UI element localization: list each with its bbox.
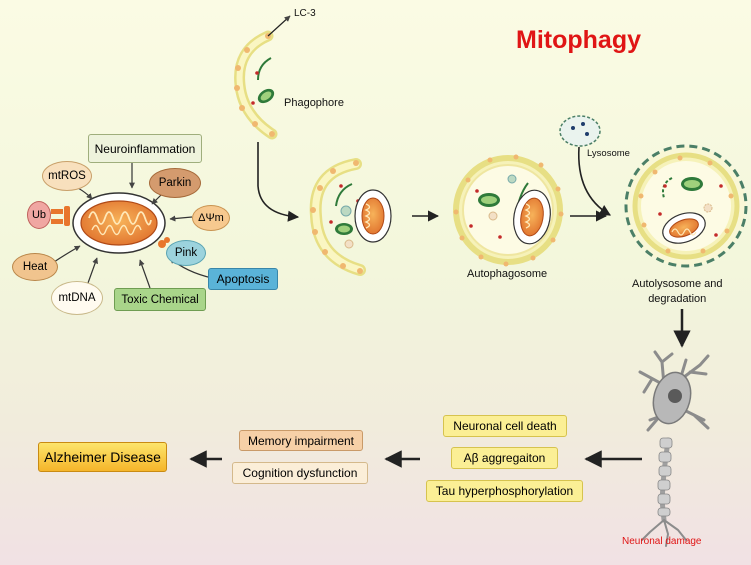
lysosome-illustration	[559, 115, 601, 147]
autophagosome-label: Autophagosome	[467, 268, 548, 280]
neuronal-damage-label: Neuronal damage	[622, 536, 702, 547]
neuroinflammation-box: Neuroinflammation	[88, 134, 202, 163]
autolysosome-label: Autolysosome and degradation	[632, 278, 723, 305]
ub-node: Ub	[27, 201, 51, 229]
heat-node: Heat	[12, 253, 58, 281]
neuronal-cell-death-box: Neuronal cell death	[443, 415, 567, 437]
mtdna-node: mtDNA	[51, 281, 103, 315]
memory-impairment-box: Memory impairment	[239, 430, 363, 451]
ub-linker	[51, 206, 70, 226]
mtros-node: mtROS	[42, 161, 92, 191]
autophagosome-illustration	[453, 154, 564, 267]
parkin-node: Parkin	[149, 168, 201, 198]
delta-psi-node: ΔΨm	[192, 205, 230, 231]
toxic-chemical-box: Toxic Chemical	[114, 288, 206, 311]
autolysosome-illustration	[624, 144, 748, 268]
engulfing-stage	[309, 158, 392, 276]
abeta-aggregation-box: Aβ aggregaiton	[451, 447, 558, 469]
damaged-mitochondrion	[72, 192, 166, 254]
lc3-label: LC-3	[294, 8, 316, 19]
diagram-title: Mitophagy	[516, 26, 641, 54]
phagophore-label: Phagophore	[284, 97, 344, 109]
pink-linker	[158, 240, 166, 248]
apoptosis-box: Apoptosis	[208, 268, 278, 290]
tau-hyperphosphorylation-box: Tau hyperphosphorylation	[426, 480, 583, 502]
phagophore-illustration	[234, 15, 291, 140]
cognition-dysfunction-box: Cognition dysfunction	[232, 462, 368, 484]
lysosome-label: Lysosome	[587, 148, 630, 159]
pink-node: Pink	[166, 240, 206, 266]
alzheimer-disease-box: Alzheimer Disease	[38, 442, 167, 472]
